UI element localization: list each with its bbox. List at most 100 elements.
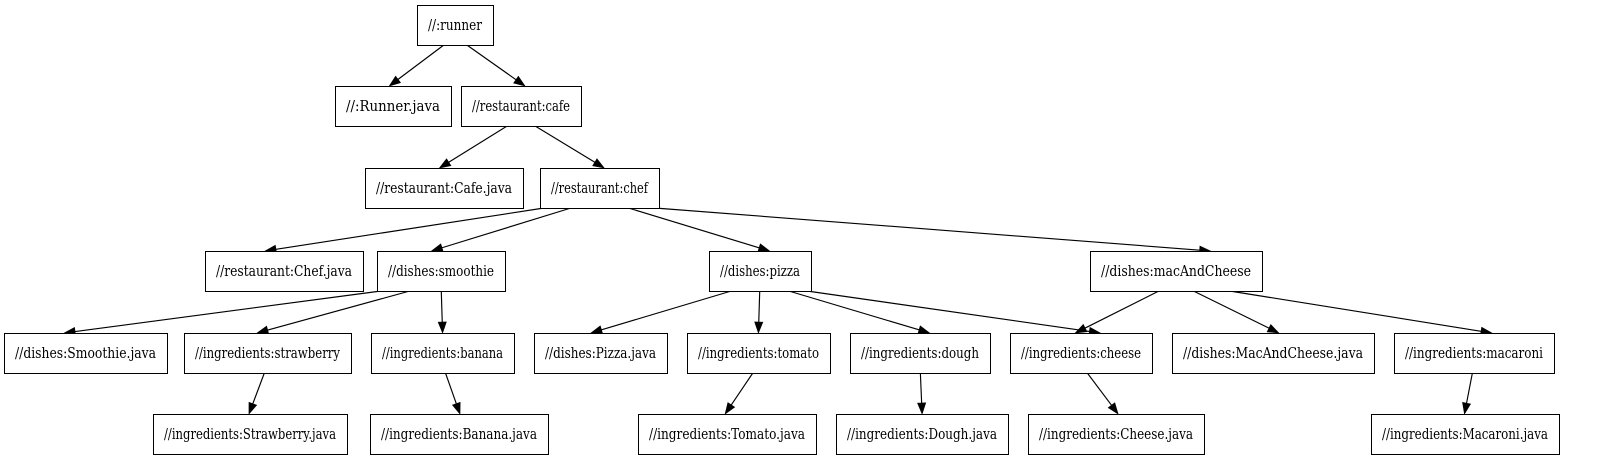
graph-node-pizza_java[interactable]: //dishes:Pizza.java	[534, 333, 668, 374]
graph-node-label: //:runner	[428, 18, 482, 34]
dependency-edge-arrowhead	[724, 402, 736, 415]
graph-node-box[interactable]	[1010, 333, 1153, 374]
dependency-edge	[628, 207, 760, 249]
dependency-edge	[1465, 372, 1473, 404]
graph-node-box[interactable]	[1371, 414, 1560, 455]
dependency-edge-arrowhead	[437, 321, 447, 334]
dependency-edge	[267, 290, 410, 331]
dependency-edge	[466, 44, 517, 81]
dependency-edge	[919, 372, 923, 404]
graph-node-box[interactable]	[153, 414, 348, 455]
graph-node-box[interactable]	[377, 251, 506, 292]
graph-node-label: //ingredients:strawberry	[195, 346, 341, 362]
graph-node-dishes_smoothie[interactable]: //dishes:smoothie	[377, 251, 506, 292]
graph-node-label: //ingredients:Dough.java	[847, 427, 997, 443]
dependency-edge	[730, 372, 754, 406]
graph-node-runner[interactable]: //:runner	[417, 5, 494, 46]
graph-node-box[interactable]	[370, 414, 549, 455]
dependency-edge	[1086, 372, 1112, 406]
dependency-edge	[534, 125, 596, 163]
graph-node-macandchz_java[interactable]: //dishes:MacAndCheese.java	[1172, 333, 1375, 374]
graph-node-box[interactable]	[335, 86, 452, 127]
graph-node-label: //dishes:smoothie	[388, 264, 494, 280]
graph-node-cheese_java[interactable]: //ingredients:Cheese.java	[1028, 414, 1205, 455]
graph-node-box[interactable]	[850, 333, 991, 374]
graph-node-box[interactable]	[365, 168, 524, 209]
graph-node-dough_java[interactable]: //ingredients:Dough.java	[836, 414, 1009, 455]
graph-node-label: //dishes:macAndCheese	[1101, 264, 1251, 280]
graph-node-runner_java[interactable]: //:Runner.java	[335, 86, 452, 127]
dependency-edge	[74, 290, 382, 333]
dependency-edge-arrowhead	[917, 402, 927, 415]
graph-node-label: //restaurant:Cafe.java	[376, 181, 512, 197]
graph-node-ing_banana[interactable]: //ingredients:banana	[371, 333, 515, 374]
graph-node-box[interactable]	[205, 251, 364, 292]
graph-node-label: //ingredients:Macaroni.java	[1382, 427, 1548, 443]
graph-node-dishes_pizza[interactable]: //dishes:pizza	[709, 251, 812, 292]
graph-node-dishes_macandchz[interactable]: //dishes:macAndCheese	[1090, 251, 1263, 292]
graph-node-box[interactable]	[687, 333, 831, 374]
graph-node-label: //ingredients:Tomato.java	[649, 427, 805, 443]
graph-node-label: //ingredients:macaroni	[1405, 346, 1543, 362]
graph-node-macaroni_java[interactable]: //ingredients:Macaroni.java	[1371, 414, 1560, 455]
graph-node-label: //restaurant:Chef.java	[216, 264, 352, 280]
graph-node-box[interactable]	[1172, 333, 1375, 374]
dependency-edge	[601, 290, 732, 331]
graph-node-tomato_java[interactable]: //ingredients:Tomato.java	[638, 414, 817, 455]
dependency-edge-arrowhead	[256, 325, 270, 335]
graph-node-label: //dishes:Smoothie.java	[15, 346, 156, 362]
graph-node-box[interactable]	[417, 5, 494, 46]
graph-node-box[interactable]	[371, 333, 515, 374]
dependency-edge	[788, 290, 920, 331]
dependency-edge-arrowhead	[754, 321, 764, 334]
dependency-edge	[252, 372, 265, 404]
graph-node-ing_cheese[interactable]: //ingredients:cheese	[1010, 333, 1153, 374]
graph-node-box[interactable]	[1394, 333, 1555, 374]
graph-node-box[interactable]	[184, 333, 352, 374]
graph-node-box[interactable]	[534, 333, 668, 374]
graph-node-cafe_java[interactable]: //restaurant:Cafe.java	[365, 168, 524, 209]
graph-node-box[interactable]	[709, 251, 812, 292]
graph-node-label: //ingredients:Cheese.java	[1039, 427, 1193, 443]
graph-node-restaurant_cafe[interactable]: //restaurant:cafe	[461, 86, 582, 127]
graph-node-label: //dishes:MacAndCheese.java	[1183, 346, 1363, 362]
graph-node-box[interactable]	[540, 168, 660, 209]
graph-node-box[interactable]	[4, 333, 168, 374]
graph-node-ing_strawberry[interactable]: //ingredients:strawberry	[184, 333, 352, 374]
dependency-edge	[806, 290, 1090, 333]
graph-node-ing_tomato[interactable]: //ingredients:tomato	[687, 333, 831, 374]
dependency-edge-arrowhead	[1074, 323, 1088, 334]
graph-node-box[interactable]	[1028, 414, 1205, 455]
graph-node-box[interactable]	[461, 86, 582, 127]
dependency-edge-arrowhead	[917, 325, 931, 335]
dependency-edge	[275, 207, 545, 250]
dependency-edge-arrowhead	[388, 75, 402, 87]
dependency-edge-arrowhead	[430, 243, 444, 253]
graph-node-label: //:Runner.java	[346, 99, 440, 115]
graph-node-banana_java[interactable]: //ingredients:Banana.java	[370, 414, 549, 455]
graph-node-ing_dough[interactable]: //ingredients:dough	[850, 333, 991, 374]
graph-node-label: //ingredients:Banana.java	[381, 427, 537, 443]
graph-node-label: //restaurant:cafe	[472, 99, 570, 115]
graph-node-label: //dishes:Pizza.java	[545, 346, 656, 362]
dependency-edge-arrowhead	[513, 75, 526, 87]
graph-node-smoothie_java[interactable]: //dishes:Smoothie.java	[4, 333, 168, 374]
graph-node-box[interactable]	[638, 414, 817, 455]
dependency-edge	[440, 290, 443, 323]
dependency-edge-arrowhead	[1266, 323, 1280, 334]
graph-node-chef_java[interactable]: //restaurant:Chef.java	[205, 251, 364, 292]
graph-node-box[interactable]	[1090, 251, 1263, 292]
graph-node-box[interactable]	[836, 414, 1009, 455]
nodes-layer: //:runner //:Runner.java //restaurant:cafe…	[4, 5, 1560, 455]
graph-node-label: //ingredients:Strawberry.java	[164, 427, 336, 443]
dependency-edge	[1193, 290, 1270, 329]
dependency-edge-arrowhead	[248, 401, 258, 415]
dependency-edge	[1084, 290, 1160, 329]
dependency-edge-arrowhead	[438, 158, 452, 169]
graph-node-restaurant_chef[interactable]: //restaurant:chef	[540, 168, 660, 209]
graph-node-label: //restaurant:chef	[551, 181, 649, 197]
graph-node-strawberry_java[interactable]: //ingredients:Strawberry.java	[153, 414, 348, 455]
dependency-edge	[441, 207, 572, 249]
graph-node-ing_macaroni[interactable]: //ingredients:macaroni	[1394, 333, 1555, 374]
